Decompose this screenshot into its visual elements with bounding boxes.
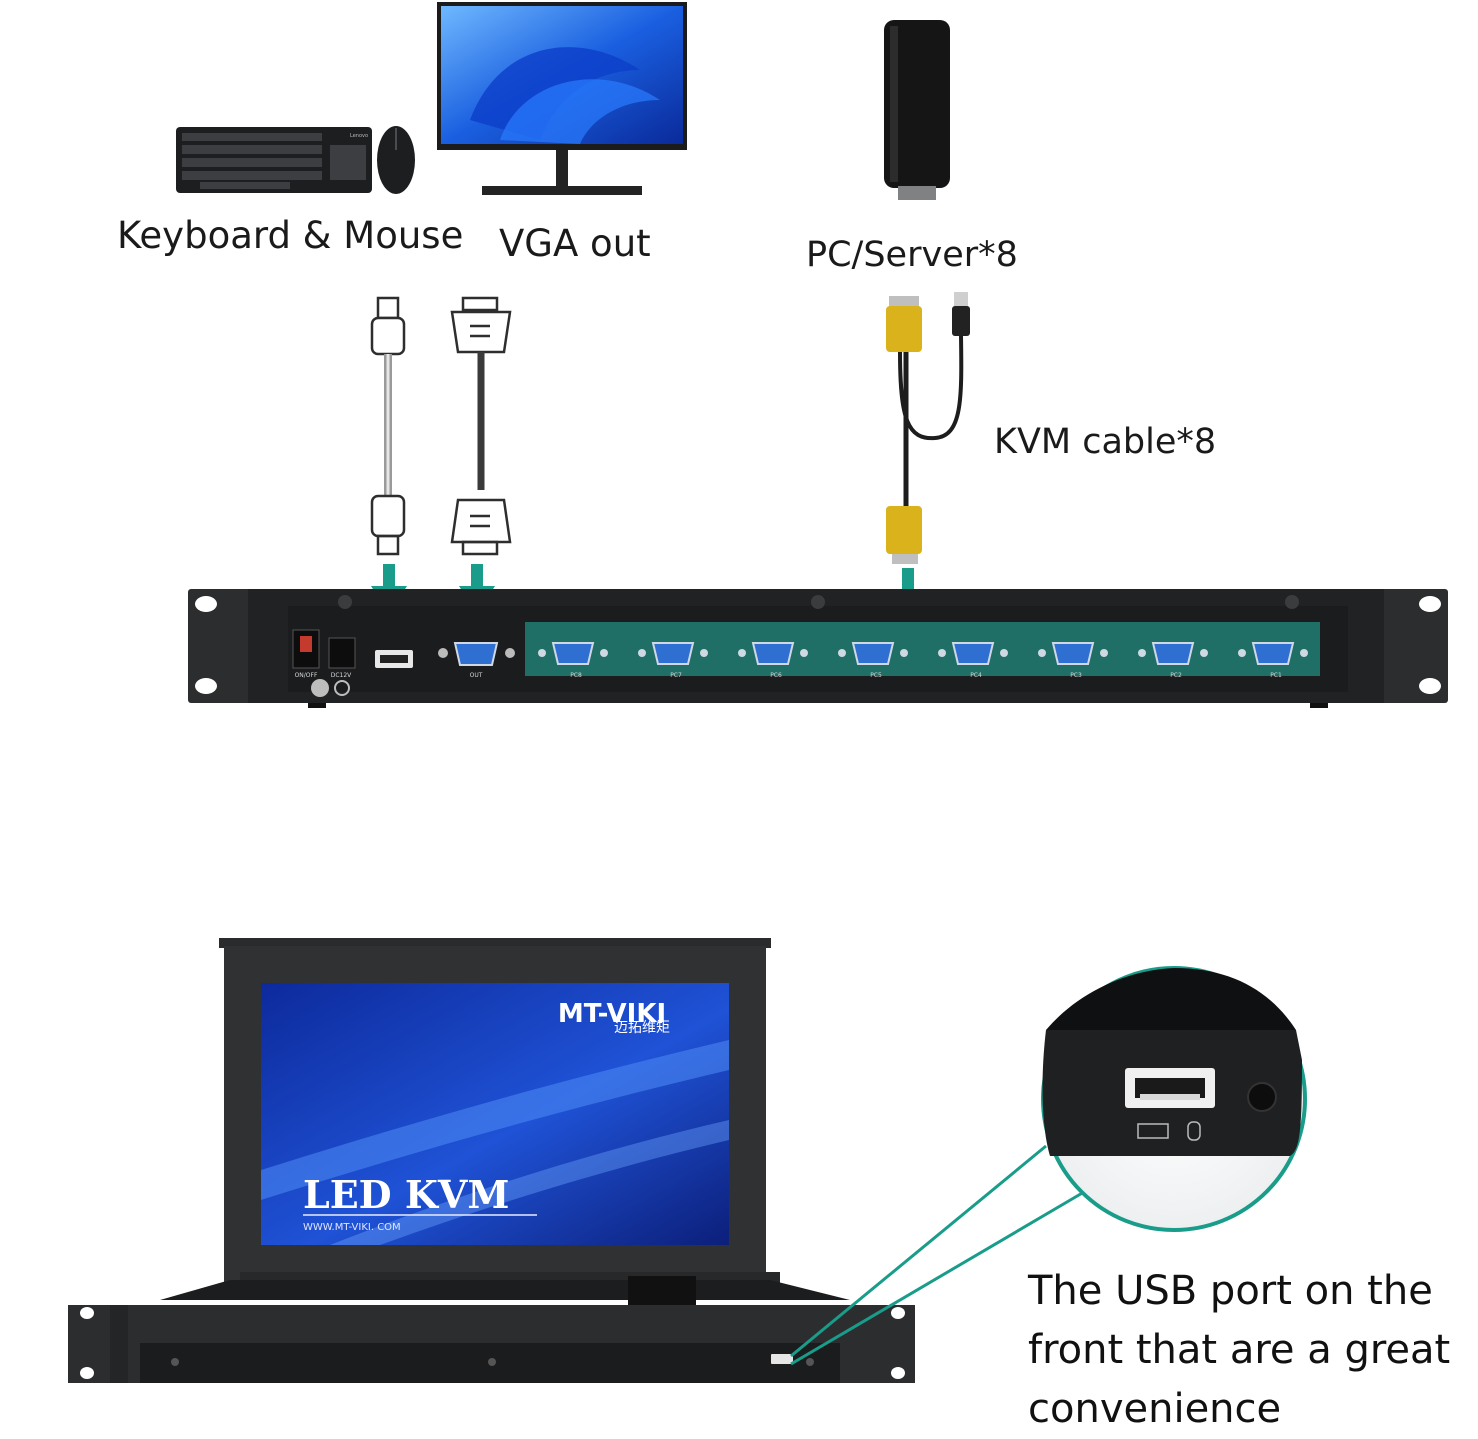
kvm-cable-icon <box>886 292 970 564</box>
pc-server-label: PC/Server*8 <box>806 235 1018 275</box>
vga-out-label: VGA out <box>499 222 651 265</box>
screen-brand-cn: 迈拓维矩 <box>614 1020 670 1036</box>
note-line: The USB port on the <box>1028 1268 1433 1314</box>
screen-brand: MT-VIKI <box>558 999 666 1029</box>
usb-cable-icon <box>370 296 406 556</box>
usb-port-zoom-callout <box>790 966 1307 1366</box>
port-labels: ON/OFF DC12V OUT PC8 PC7 PC6 PC5 PC4 PC3… <box>295 672 1282 679</box>
port-label: PC7 <box>670 672 682 679</box>
kvm-switch-rear-panel <box>188 589 1448 708</box>
mouse-icon <box>377 126 415 194</box>
screen-title: LED KVM <box>303 1172 509 1217</box>
out-label: OUT <box>470 672 483 679</box>
port-label: PC3 <box>1070 672 1082 679</box>
note-line: front that are a great <box>1028 1327 1451 1373</box>
screen-url: WWW.MT-VIKI. COM <box>303 1222 401 1233</box>
keyboard-brand-label: Lenovo <box>350 133 369 139</box>
monitor-icon <box>437 2 687 195</box>
kvm-cable-label: KVM cable*8 <box>994 422 1217 462</box>
port-label: PC8 <box>570 672 582 679</box>
keyboard-icon <box>176 127 372 193</box>
power-label: DC12V <box>331 672 352 679</box>
port-label: PC6 <box>770 672 782 679</box>
port-label: PC1 <box>1270 672 1282 679</box>
pc-tower-icon <box>884 20 950 200</box>
port-label: PC2 <box>1170 672 1182 679</box>
lcd-kvm-console <box>68 938 915 1383</box>
vga-cable-icon <box>450 296 512 556</box>
note-line: convenience <box>1028 1386 1282 1432</box>
usb-front-note: The USB port on the front that are a gre… <box>1028 1262 1450 1439</box>
port-label: PC4 <box>970 672 982 679</box>
port-label: PC5 <box>870 672 882 679</box>
keyboard-mouse-label: Keyboard & Mouse <box>117 214 464 257</box>
switch-label: ON/OFF <box>295 672 318 679</box>
